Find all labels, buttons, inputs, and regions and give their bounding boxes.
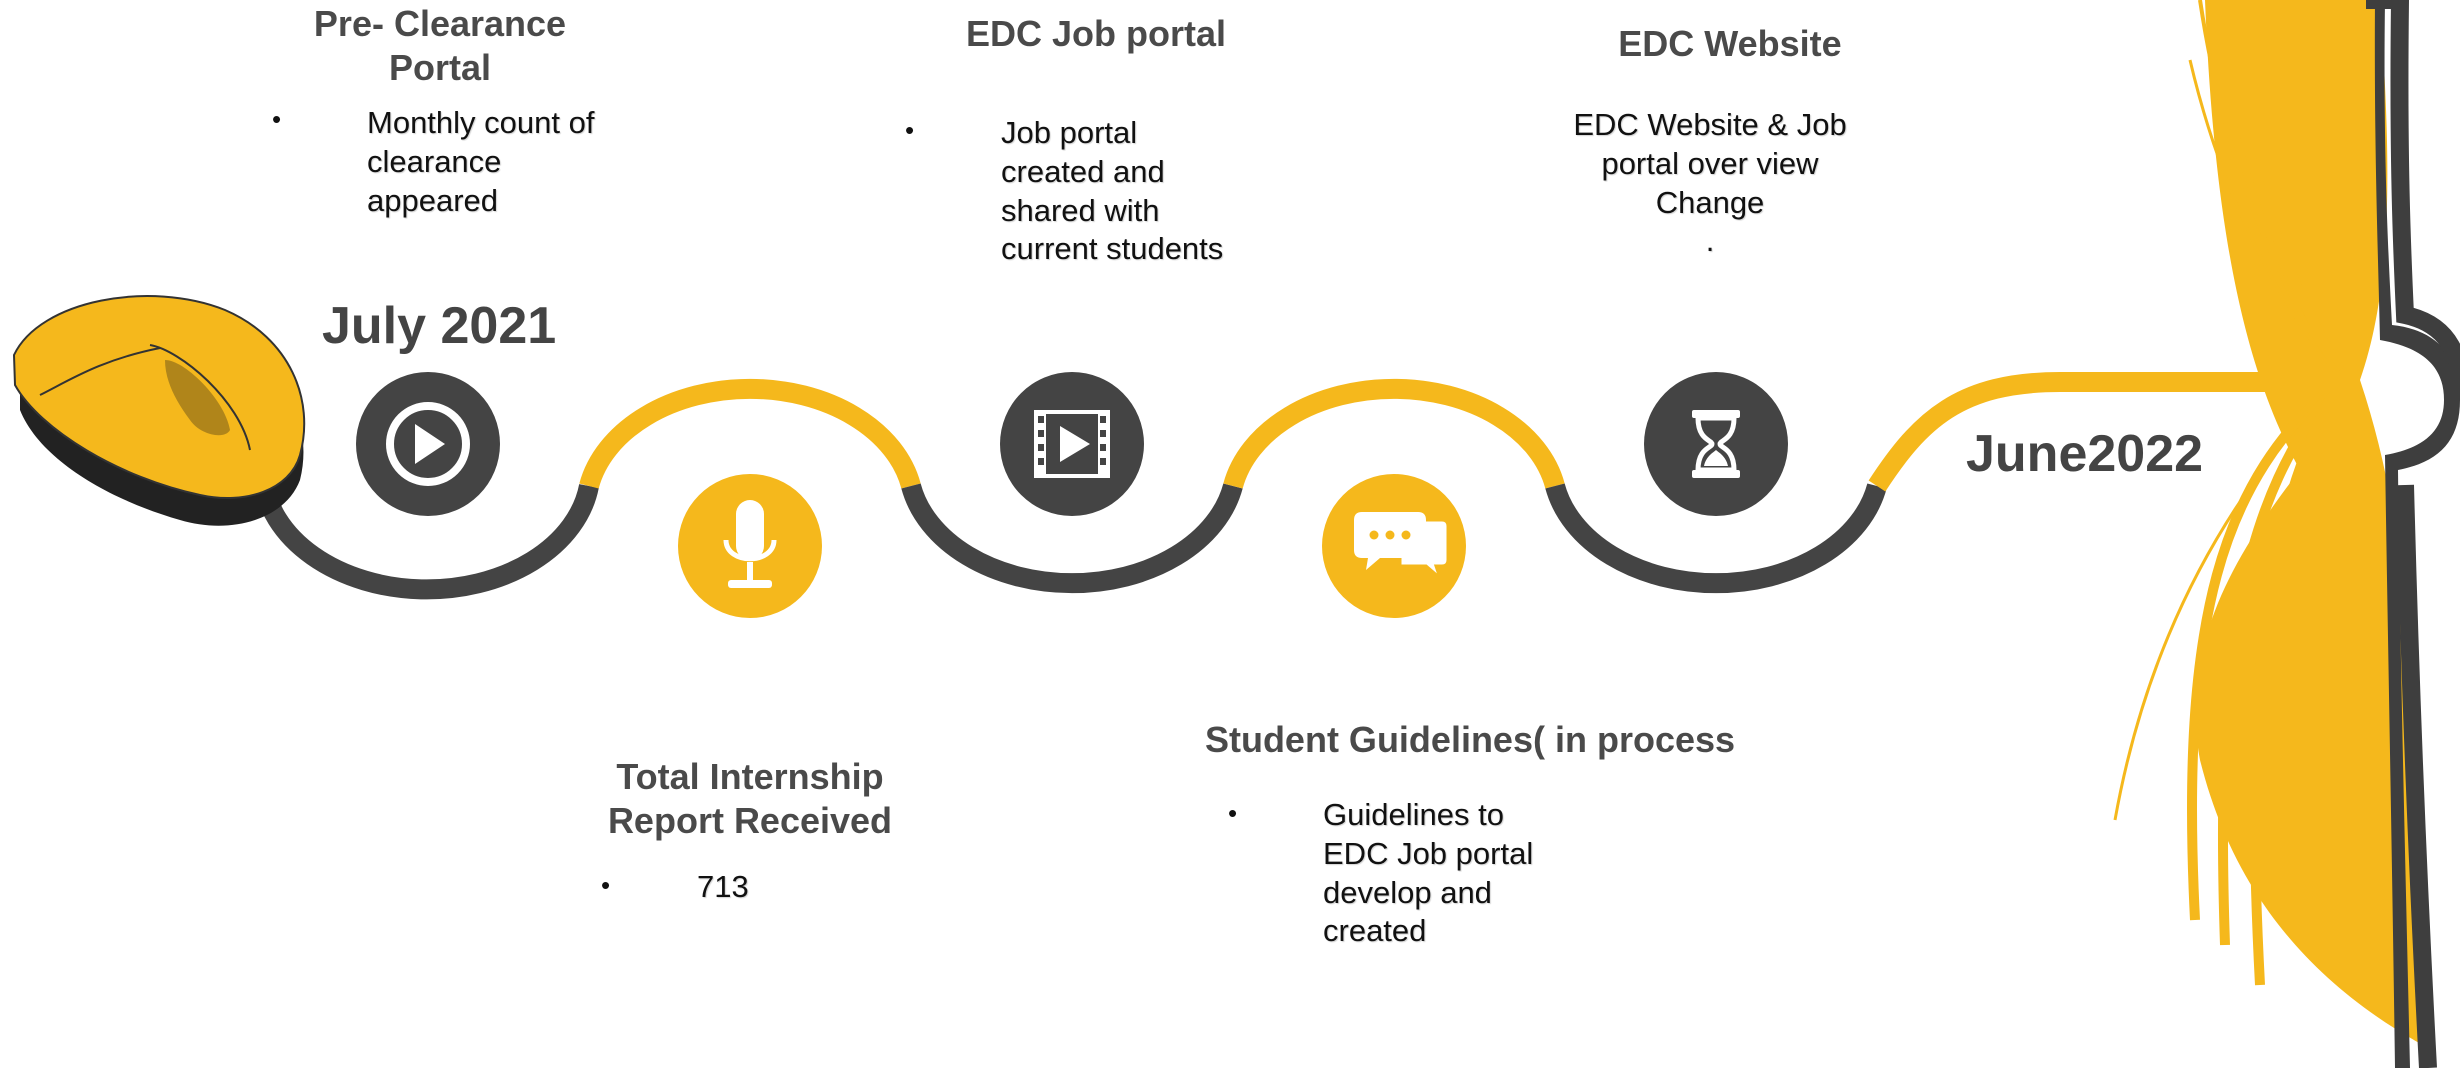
milestone-title-student-guidelines: Student Guidelines( in process xyxy=(1204,719,1736,760)
timeline-road xyxy=(253,372,2345,600)
milestone-body-edc-job-portal: Job portal created and shared with curre… xyxy=(1001,115,1224,267)
end-date-label: June2022 xyxy=(1966,425,2204,483)
bullet: • xyxy=(1228,798,1238,828)
chat-bubbles-icon xyxy=(1354,512,1450,583)
book-illustration xyxy=(2113,0,2460,1068)
start-date-label: July 2021 xyxy=(322,297,557,355)
play-icon xyxy=(386,402,470,486)
microphone-icon xyxy=(723,500,777,588)
bullet: • xyxy=(272,104,282,134)
bullet: • xyxy=(601,870,611,900)
film-play-icon xyxy=(1034,410,1110,478)
milestone-title-edc-job-portal: EDC Job portal xyxy=(965,13,1226,54)
milestone-title-internship-report: Total Internship Report Received xyxy=(607,756,893,841)
bullet: • xyxy=(905,115,915,145)
milestone-body-internship-report: 713 xyxy=(697,869,749,904)
milestone-body-pre-clearance: Monthly count of clearance appeared xyxy=(367,105,595,218)
hourglass-icon xyxy=(1692,410,1740,478)
milestone-body-student-guidelines: Guidelines to EDC Job portal develop and… xyxy=(1323,797,1534,949)
milestone-body-edc-website: EDC Website & Job portal over view Chang… xyxy=(1573,107,1847,259)
milestone-title-pre-clearance: Pre- Clearance Portal xyxy=(313,3,567,88)
milestone-title-edc-website: EDC Website xyxy=(1618,23,1842,64)
computer-mouse-illustration xyxy=(12,295,306,526)
